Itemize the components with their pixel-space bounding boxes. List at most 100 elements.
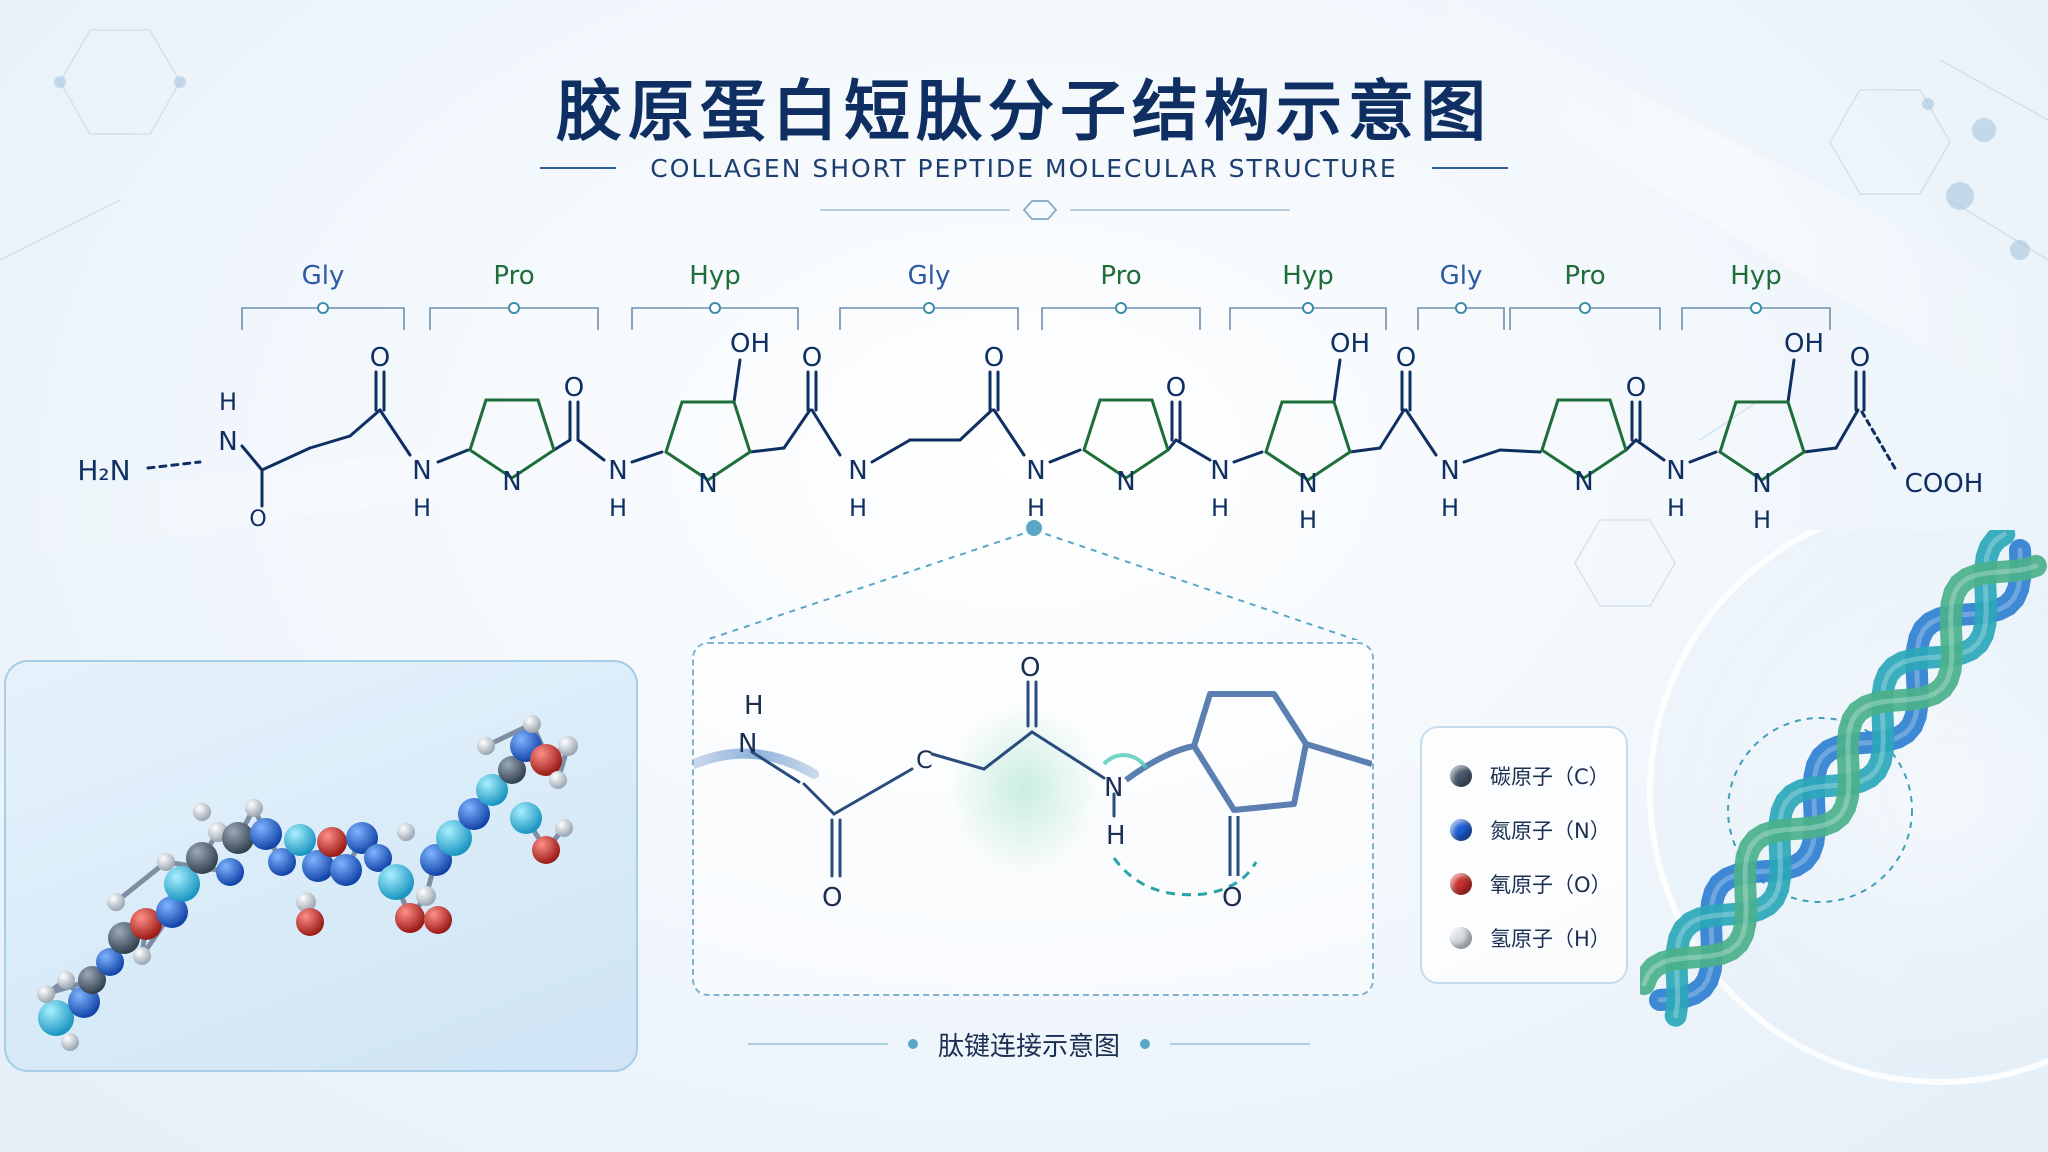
amide-nitrogen-label: N [1210, 456, 1229, 486]
model-atom [133, 947, 151, 965]
model-atom [222, 822, 254, 854]
c-terminus-dash [1860, 410, 1898, 472]
ring-hydrogen-label: H [1753, 506, 1771, 534]
model-atom [395, 903, 425, 933]
model-atom [302, 850, 334, 882]
chain-bond [260, 446, 312, 472]
pyrrolidine-rings [468, 398, 1806, 482]
amide-hydrogen-label: H [1441, 494, 1459, 522]
model-atom [186, 842, 218, 874]
caption-left-line [747, 1043, 888, 1045]
legend-item-hydrogen: 氢原子（H） [1450, 918, 1611, 958]
residue-bracket-node [1302, 302, 1314, 314]
ring-nitrogen-label: N [1116, 467, 1135, 497]
amide-nitrogen-label: N [412, 456, 431, 486]
model-atom [245, 799, 263, 817]
model-atom [558, 736, 578, 756]
nitrogen-label: N [218, 427, 237, 457]
model-atom [107, 893, 125, 911]
ball-stick-model-panel [4, 660, 638, 1072]
model-atom [364, 844, 392, 872]
detail-o-bottom: O [822, 883, 842, 913]
model-atom [532, 836, 560, 864]
model-atom [57, 971, 75, 989]
triple-helix-svg [1633, 499, 2048, 1085]
chain-bond [992, 408, 1026, 457]
chain-bond [782, 408, 812, 450]
carbonyl-oxygen-label: O [984, 343, 1004, 373]
chain-bond [958, 408, 994, 442]
carbonyl-oxygen-label: O [1850, 343, 1870, 373]
model-atom [268, 848, 296, 876]
model-atom [498, 756, 526, 784]
zoom-anchor-dot [1026, 520, 1042, 536]
ring-nitrogen-label: N [1298, 469, 1317, 499]
amide-nitrogen-label: N [1440, 456, 1459, 486]
page-subtitle: COLLAGEN SHORT PEPTIDE MOLECULAR STRUCTU… [650, 153, 1398, 183]
proline-ring-detail [1124, 691, 1309, 813]
chain-bond [1634, 438, 1666, 462]
model-atom [510, 802, 542, 834]
residue-bracket-node [1115, 302, 1127, 314]
ring-nitrogen-label: N [1574, 467, 1593, 497]
chain-bond [1174, 438, 1212, 462]
helix-strands [1633, 523, 2047, 1027]
carbon-atom-icon [1450, 765, 1472, 787]
chain-bond [1332, 358, 1342, 404]
chain-bond [1498, 448, 1542, 454]
chain-bond [348, 408, 382, 438]
detail-n-left: N [738, 729, 757, 759]
model-atom [397, 823, 415, 841]
legend-item-carbon: 碳原子（C） [1450, 756, 1610, 796]
caption-right-dot [1140, 1039, 1150, 1049]
legend-item-nitrogen: 氮原子（N） [1450, 810, 1611, 850]
residue-label-pro: Pro [493, 261, 534, 291]
model-atom [130, 908, 162, 940]
model-atom [37, 985, 55, 1003]
model-atom [284, 824, 316, 856]
carbonyl-oxygen-label: O [1396, 343, 1416, 373]
model-atom [164, 866, 200, 902]
helix-focus-circle [1727, 717, 1913, 903]
residue-bracket-node [709, 302, 721, 314]
carbonyl-oxygen-label: O [370, 343, 390, 373]
model-atom [61, 1033, 79, 1051]
residue-bracket-node [508, 302, 520, 314]
triple-helix-illustration [1633, 499, 2048, 1152]
model-atom [216, 858, 244, 886]
residue-bracket-node [923, 302, 935, 314]
model-atom [458, 798, 490, 830]
peptide-bond-highlight [949, 704, 1099, 874]
residue-label-gly: Gly [908, 261, 951, 291]
zoom-guide-right [1033, 529, 1360, 640]
model-atom [476, 774, 508, 806]
model-atom [346, 822, 378, 854]
caption-left-dot [907, 1039, 918, 1049]
model-atom [38, 1000, 74, 1036]
model-atom [317, 827, 347, 857]
chain-bond [1166, 438, 1178, 452]
model-atom [156, 896, 188, 928]
subtitle-right-line [1431, 167, 1508, 169]
bond-glow-arc [1102, 753, 1148, 770]
backbone-ribbon-right [1305, 741, 1372, 767]
carbonyl-oxygen-label: O [1626, 373, 1646, 403]
n-terminus-label: H₂N [77, 454, 130, 487]
model-atom [530, 744, 562, 776]
chain-bond [732, 358, 742, 404]
n-terminus-dash [146, 460, 202, 470]
detail-o-top: O [1020, 653, 1040, 683]
helix-strand-highlight [1641, 563, 2039, 987]
subtitle-left-line [540, 167, 617, 169]
helix-strand [1633, 554, 2047, 996]
chain-bond [552, 438, 572, 452]
carbonyl-oxygen-label: O [564, 373, 584, 403]
amide-hydrogen-label: H [1211, 494, 1229, 522]
chain-bond [1048, 448, 1082, 464]
chain-bond [1232, 450, 1264, 464]
oxygen-atom-icon [1450, 873, 1472, 895]
